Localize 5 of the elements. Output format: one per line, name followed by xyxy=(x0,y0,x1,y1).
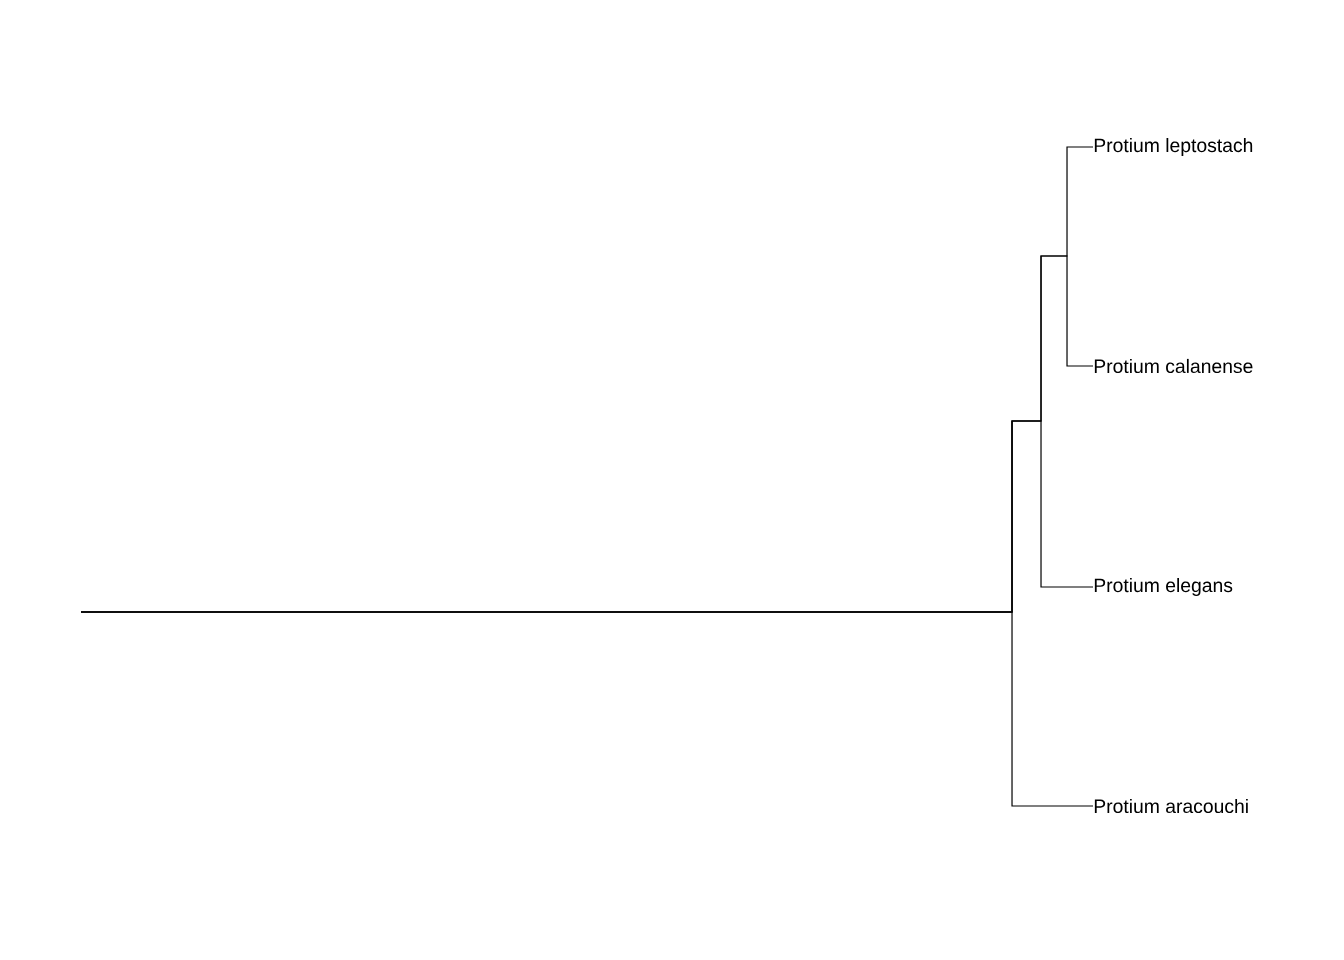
tip-label: Protium leptostach xyxy=(1094,138,1253,156)
tip-label: Protium calanense xyxy=(1094,358,1253,374)
tree-branch xyxy=(80,611,1094,807)
tip-label: Protium aracouchi xyxy=(1094,798,1248,814)
tip-label: Protium elegans xyxy=(1094,578,1233,596)
